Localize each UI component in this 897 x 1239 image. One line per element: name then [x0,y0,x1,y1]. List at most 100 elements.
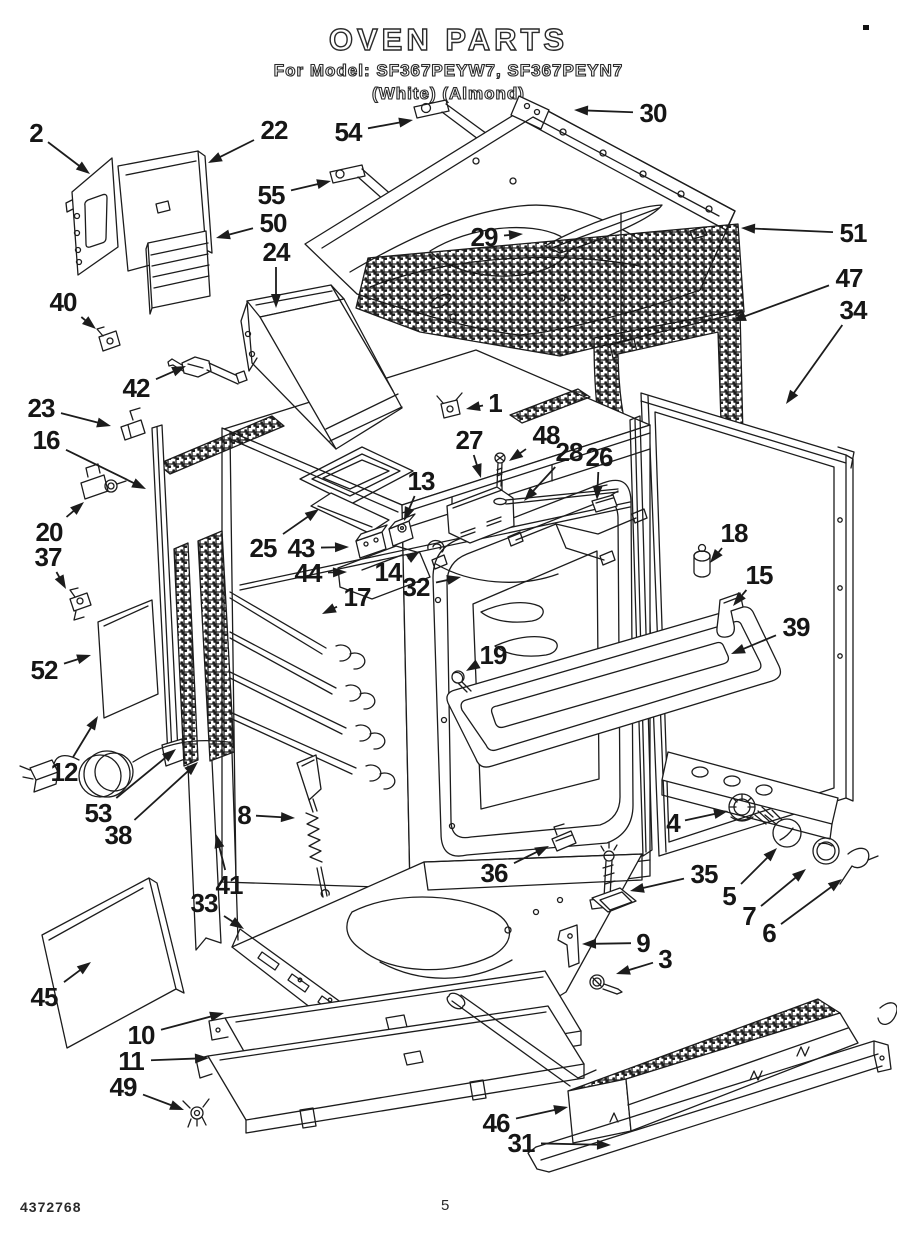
leader-line-4 [684,812,718,822]
leader-line-41 [217,844,227,871]
part-5-light-bulb [754,806,802,848]
leader-arrowhead-55 [316,179,331,190]
leader-arrowhead-45 [76,962,91,975]
leader-line-22 [217,139,255,159]
leader-arrowhead-38 [184,762,198,776]
part-label-55: 55 [257,180,286,210]
leader-arrowhead-41 [214,834,225,849]
part-50-vent-grille [145,230,211,315]
part-label-7: 7 [742,901,757,931]
leader-arrowhead-7 [792,869,806,882]
leader-line-8 [255,814,285,819]
leader-arrowhead-2 [75,161,90,174]
part-label-5: 5 [722,881,737,911]
part-label-47: 47 [835,263,864,293]
part-label-40: 40 [49,287,78,317]
part-label-30: 30 [639,98,668,128]
part-label-29: 29 [470,222,499,252]
scan-artifact-mark [863,25,869,30]
part-label-11: 11 [118,1046,144,1076]
leader-arrowhead-42 [171,366,186,377]
part-label-20: 20 [35,517,64,547]
leader-line-42 [155,369,177,381]
leader-arrowhead-23 [96,417,111,428]
part-24-vent-duct [240,284,403,450]
part-42-gas-fitting [167,356,248,385]
part-label-14: 14 [374,557,403,587]
leader-arrowhead-32 [446,575,461,585]
part-3-screw [589,974,623,995]
part-label-19: 19 [479,640,508,670]
leader-line-12 [72,724,94,758]
leader-line-2 [47,141,82,169]
part-49-clip [182,1098,210,1128]
leader-arrowhead-46 [553,1105,568,1115]
leader-line-6 [780,884,834,925]
part-43-switch-block [355,524,388,559]
leader-arrowhead-16 [131,478,146,489]
leader-arrowhead-44 [332,567,347,578]
part-35-leveling-leg [591,841,637,913]
leader-line-35 [640,877,685,890]
leader-arrowhead-49 [169,1100,184,1110]
part-label-24: 24 [262,237,291,267]
leader-arrowhead-28 [524,487,538,501]
leader-arrowhead-31 [596,1139,611,1150]
leader-arrowhead-25 [304,509,319,522]
part-label-38: 38 [104,820,133,850]
part-label-27: 27 [455,425,484,455]
part-label-13: 13 [407,466,436,496]
part-11-drawer-panel [195,1005,585,1134]
part-label-26: 26 [585,442,614,472]
part-18-plug-button [693,543,711,578]
leader-arrowhead-13 [404,506,415,521]
leader-arrowhead-53 [162,749,176,762]
leader-line-23 [60,412,101,425]
part-label-31: 31 [507,1128,536,1158]
leader-arrowhead-27 [472,463,482,478]
part-label-41: 41 [215,870,244,900]
leader-arrowhead-33 [229,917,244,929]
part-label-9: 9 [636,928,651,958]
drawer-slide-lines [446,992,597,1087]
part-label-54: 54 [334,117,363,147]
leader-arrowhead-52 [76,654,91,665]
leader-arrowhead-50 [216,229,231,240]
part-label-52: 52 [30,655,59,685]
leader-line-3 [626,961,654,972]
part-label-37: 37 [34,542,63,572]
part-label-46: 46 [482,1108,511,1138]
part-4-lamp-socket [728,793,756,822]
leader-arrowhead-19 [466,659,481,671]
leader-arrowhead-15 [733,592,746,606]
leader-line-47 [742,284,830,319]
top-insulation-strip-left [157,415,285,475]
part-label-44: 44 [294,558,323,588]
part-46-insulation-bar [567,998,859,1144]
leader-arrowhead-30 [574,105,589,116]
leader-line-50 [226,227,254,237]
leader-arrowhead-22 [208,152,223,163]
part-label-3: 3 [658,944,673,974]
leader-arrowhead-26 [592,485,603,500]
part-label-15: 15 [745,560,774,590]
part-label-28: 28 [555,437,584,467]
leader-line-10 [160,1014,214,1031]
part-label-53: 53 [84,798,113,828]
part-label-17: 17 [343,582,372,612]
part-label-8: 8 [237,800,252,830]
part-label-33: 33 [190,888,219,918]
leader-arrowhead-6 [827,879,842,892]
part-label-22: 22 [260,115,289,145]
leader-arrowhead-34 [786,389,799,404]
leader-arrowhead-4 [713,809,728,819]
leader-arrowhead-9 [582,938,597,949]
part-label-49: 49 [109,1072,138,1102]
leader-line-36 [513,850,540,864]
part-label-16: 16 [32,425,61,455]
part-label-43: 43 [287,533,316,563]
leader-arrowhead-39 [731,644,746,654]
leader-arrowhead-36 [534,846,549,857]
leader-arrowhead-20 [70,502,84,515]
